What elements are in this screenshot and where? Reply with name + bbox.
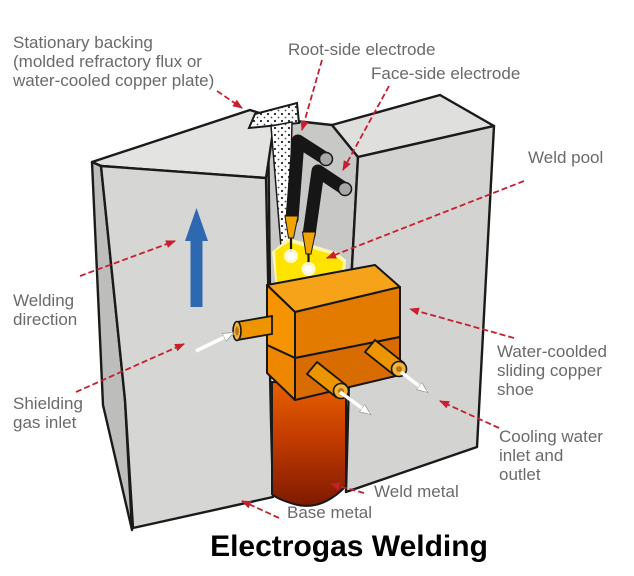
flow-arrow-water-2 — [399, 370, 427, 394]
label-face-side-electrode: Face-side electrode — [371, 64, 521, 83]
flow-arrows — [195, 331, 427, 416]
weld-metal-shape — [271, 380, 347, 507]
cooling-water-tube-2 — [363, 338, 408, 378]
tube-end-cap — [337, 181, 353, 197]
electrode-guide-tube — [285, 134, 333, 226]
shielding-gas-tube — [232, 314, 273, 342]
label-water-cooled-shoe: Water-coolded sliding copper shoe — [497, 342, 607, 399]
left-plate — [90, 108, 277, 532]
arc-glow — [304, 265, 313, 273]
label-stationary-backing: Stationary backing (molded refractory fl… — [13, 33, 215, 90]
arrow-cooling-water — [439, 400, 500, 429]
label-arrows — [75, 59, 525, 519]
label-base-metal: Base metal — [287, 503, 373, 522]
label-welding-direction: Welding direction — [13, 291, 78, 329]
flow-arrow-water-1 — [338, 390, 370, 416]
electrode-guide-tube — [302, 164, 352, 242]
arrow-face-side-electrode — [342, 85, 390, 171]
arrow-stationary-backing — [216, 90, 243, 109]
label-weld-metal: Weld metal — [374, 482, 459, 501]
tube-end-cap — [318, 151, 334, 167]
label-shielding-gas-inlet: Shielding gas inlet — [13, 394, 83, 432]
left-plate-front-face — [99, 164, 275, 530]
arrow-weld-pool — [326, 180, 525, 259]
arrow-weld-metal — [330, 482, 365, 494]
arrow-base-metal — [241, 500, 280, 519]
label-root-side-electrode: Root-side electrode — [288, 40, 436, 59]
arrow-shielding-gas — [75, 343, 185, 393]
contact-tip — [301, 231, 317, 255]
welding-direction-arrow — [185, 208, 208, 307]
arrow-root-side-electrode — [300, 59, 323, 131]
copper-shoe-shape — [232, 264, 408, 401]
flow-arrow-gas-in — [195, 331, 233, 353]
right-plate — [330, 93, 496, 494]
label-cooling-water: Cooling water inlet and outlet — [499, 427, 603, 484]
page-title: Electrogas Welding — [210, 530, 488, 563]
arrow-welding-direction — [79, 240, 176, 277]
face-side-electrode-shape — [301, 164, 353, 269]
contact-tip — [284, 215, 299, 239]
arc-glow — [287, 252, 295, 260]
label-weld-pool: Weld pool — [528, 148, 604, 167]
